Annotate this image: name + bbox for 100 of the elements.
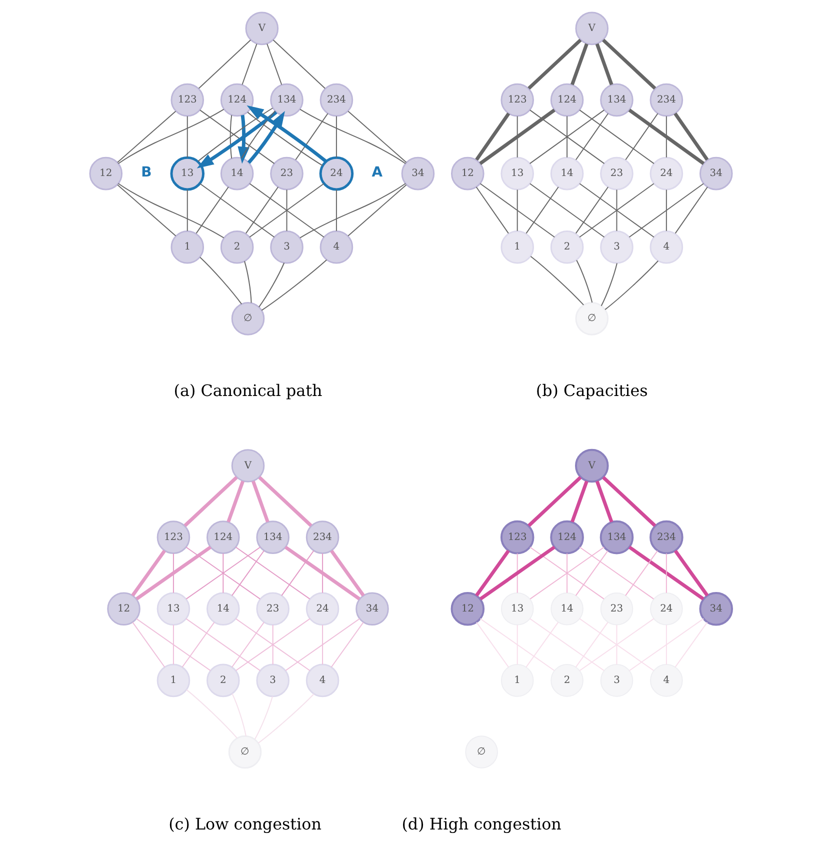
node-circle: 23 [600, 592, 633, 626]
connector [665, 624, 666, 665]
node-circle: 2 [550, 664, 583, 697]
connector [280, 550, 314, 596]
connector [516, 624, 518, 665]
arrow [246, 105, 326, 163]
connector [172, 624, 174, 665]
node-circle: 1 [500, 664, 534, 697]
node-circle: 34 [698, 156, 732, 190]
connector [576, 260, 592, 304]
connector [241, 43, 257, 86]
connector [530, 256, 584, 306]
node-circle: 3 [600, 230, 633, 264]
connector [284, 546, 360, 600]
connector [244, 260, 252, 304]
connector [230, 550, 264, 596]
connector [234, 618, 310, 671]
node-circle: 12 [88, 156, 122, 190]
connector [294, 112, 328, 160]
connector [199, 256, 242, 305]
connector [234, 546, 310, 600]
node-circle: 1 [500, 230, 534, 264]
node-circle: 14 [206, 592, 240, 626]
node-circle: 4 [305, 664, 339, 698]
node-circle: 14 [550, 156, 584, 190]
connector [198, 40, 251, 89]
label: (c) Low congestion [168, 814, 321, 834]
connector [578, 546, 654, 600]
connector [570, 480, 588, 523]
connector [229, 114, 232, 159]
connector [231, 693, 246, 737]
connector [299, 108, 406, 164]
node-circle: ∅ [228, 735, 262, 769]
connector [516, 552, 518, 594]
node-circle: ∅ [230, 302, 264, 336]
connector [570, 43, 588, 86]
node-circle: 124 [220, 83, 254, 117]
connector [604, 260, 658, 310]
connector [322, 624, 323, 665]
label: (a) Canonical path [173, 380, 322, 400]
node-circle: 13 [170, 156, 204, 191]
node-circle: 1 [170, 230, 204, 264]
node-circle: 3 [270, 230, 303, 264]
connector [578, 618, 654, 671]
node-circle: 24 [318, 156, 354, 191]
node-circle: 24 [649, 156, 683, 190]
connector [602, 38, 656, 90]
node-circle: 124 [550, 520, 584, 554]
connector [516, 116, 518, 158]
connector [578, 110, 654, 164]
connector [284, 618, 360, 671]
node-circle: 123 [500, 83, 534, 117]
node-circle: 4 [649, 230, 683, 264]
node-circle: 13 [500, 156, 534, 190]
connector [525, 186, 558, 234]
connector [258, 262, 284, 308]
connector [226, 480, 244, 523]
connector [185, 618, 260, 671]
connector [478, 108, 555, 165]
connector [527, 476, 582, 527]
connector [186, 189, 188, 232]
connector [574, 622, 608, 668]
node-circle: 12 [450, 592, 484, 626]
connector [628, 618, 704, 671]
node-circle: 134 [600, 83, 633, 117]
connector [665, 116, 666, 158]
node-circle: V [574, 12, 608, 46]
connector [258, 476, 312, 527]
node-circle: 124 [550, 83, 584, 117]
node-circle: 24 [650, 592, 682, 626]
node-circle: 34 [355, 592, 388, 626]
connector [525, 622, 558, 668]
node-circle: 23 [270, 156, 303, 190]
connector [195, 186, 228, 234]
connector [578, 183, 654, 238]
connector [594, 480, 613, 523]
node-circle: 13 [500, 592, 534, 626]
connector [665, 189, 666, 232]
connector [322, 552, 323, 594]
node-circle: 134 [256, 520, 289, 554]
node-circle: 234 [319, 83, 353, 117]
node-circle: 123 [156, 520, 190, 554]
connector [624, 112, 658, 160]
connector [516, 189, 518, 232]
node-circle: 2 [220, 230, 254, 264]
connector [299, 183, 406, 238]
connector [479, 618, 554, 671]
node-circle: 2 [550, 230, 584, 264]
connector [240, 110, 276, 159]
node-circle: 12 [450, 156, 484, 190]
node-circle: 1 [156, 664, 190, 698]
connector [616, 189, 617, 232]
connector [248, 183, 324, 238]
connector [574, 550, 608, 596]
connector [600, 262, 617, 306]
connector [574, 186, 608, 234]
node-circle: 23 [256, 592, 289, 626]
connector [474, 112, 510, 161]
connector [181, 622, 214, 668]
connector [117, 183, 224, 238]
